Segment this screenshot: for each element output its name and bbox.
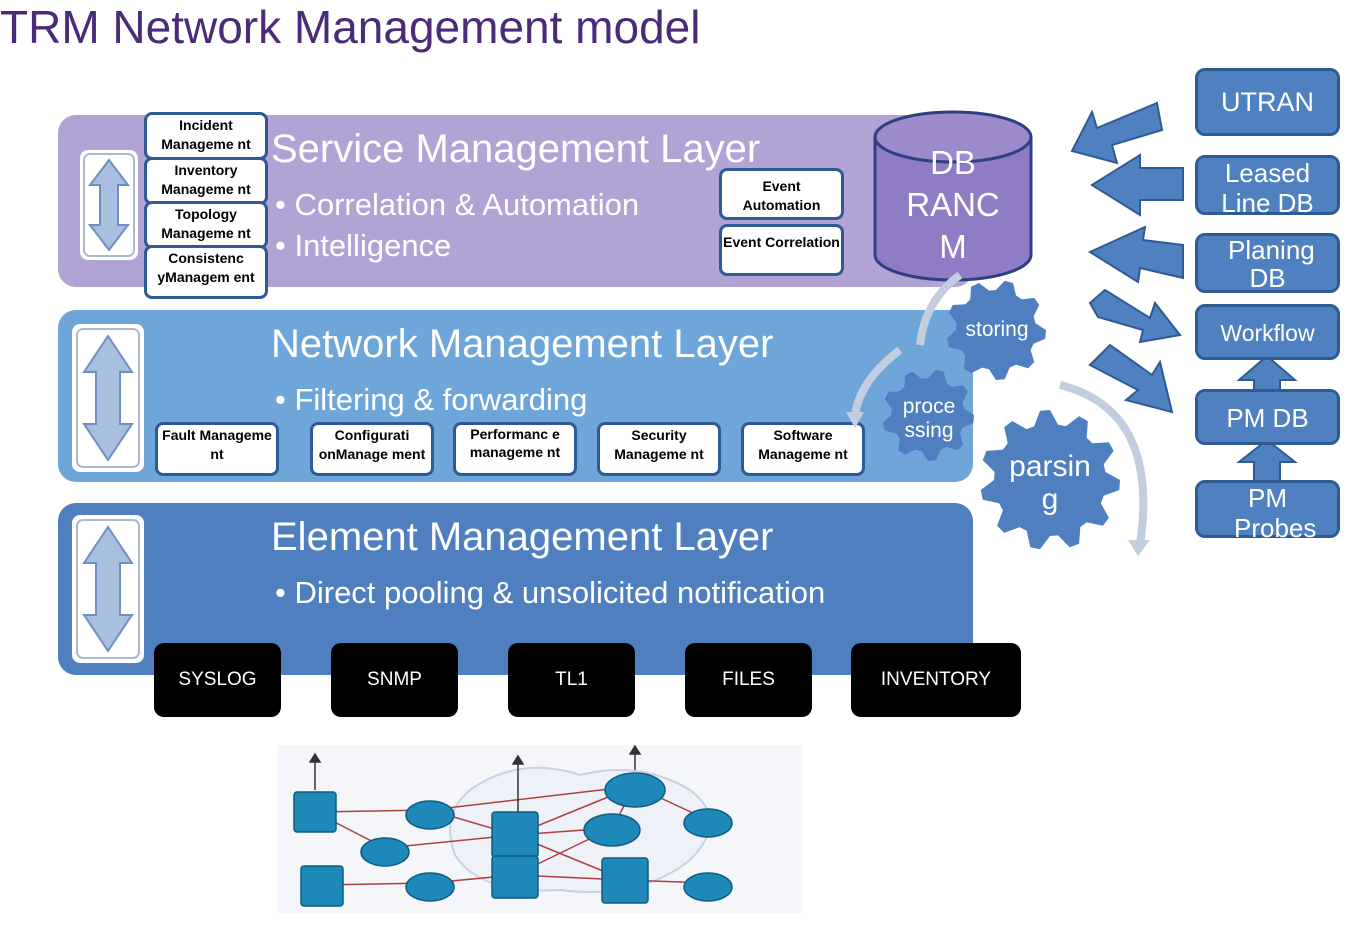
storing-gear (946, 280, 1046, 380)
double-arrow-icon (80, 150, 138, 260)
service-bullet-1: • Correlation & Automation (275, 187, 640, 222)
workflow-box: Workflow (1195, 304, 1340, 360)
router-icon (360, 772, 733, 902)
database-line-3: M (939, 228, 967, 265)
database-line-2: RANC (906, 186, 1000, 223)
consistency-management-box: Consistenc yManagem ent (144, 245, 268, 299)
parsing-gear (980, 410, 1120, 550)
syslog-box: SYSLOG (154, 643, 281, 717)
leased-line-db-box: Leased Line DB (1195, 155, 1340, 218)
incident-management-box: Incident Manageme nt (144, 112, 268, 160)
gear-icon (882, 280, 1120, 550)
network-topology-image (278, 744, 802, 913)
storing-gear-label: storing (965, 318, 1029, 341)
element-layer-title: Element Management Layer (271, 515, 774, 559)
security-management-box: Security Manageme nt (597, 422, 721, 476)
software-management-box: Software Manageme nt (741, 422, 865, 476)
event-correlation-box: Event Correlation (719, 224, 844, 276)
tl1-box: TL1 (508, 643, 635, 717)
double-arrow-icon (72, 324, 144, 472)
pm-probes-box: PM Probes (1195, 480, 1340, 543)
pm-db-box: PM DB (1195, 389, 1340, 445)
switch-icon (293, 791, 649, 907)
database-label: DB RANC M (880, 142, 1026, 268)
parsing-gear-label: parsin g (1009, 450, 1091, 516)
network-bullet-1: • Filtering & forwarding (275, 382, 588, 417)
event-automation-box: Event Automation (719, 168, 844, 220)
database-icon (873, 110, 1033, 282)
performance-management-box: Performanc e manageme nt (453, 422, 577, 476)
inventory-box: INVENTORY (851, 643, 1021, 717)
processing-gear-label: proce ssing (902, 395, 956, 442)
planing-db-box: Planing DB (1195, 233, 1340, 293)
files-box: FILES (685, 643, 812, 717)
configuration-management-box: Configurati onManage ment (310, 422, 434, 476)
service-layer-title: Service Management Layer (271, 127, 761, 171)
processing-gear (882, 369, 974, 461)
snmp-box: SNMP (331, 643, 458, 717)
utran-box: UTRAN (1195, 68, 1340, 136)
database-line-1: DB (930, 144, 976, 181)
double-arrow-icon (72, 515, 144, 663)
service-bullet-2: • Intelligence (275, 228, 452, 263)
network-layer-title: Network Management Layer (271, 322, 774, 366)
page-title: TRM Network Management model (0, 1, 701, 53)
fault-management-box: Fault Manageme nt (155, 422, 279, 476)
element-bullet-1: • Direct pooling & unsolicited notificat… (275, 575, 826, 610)
